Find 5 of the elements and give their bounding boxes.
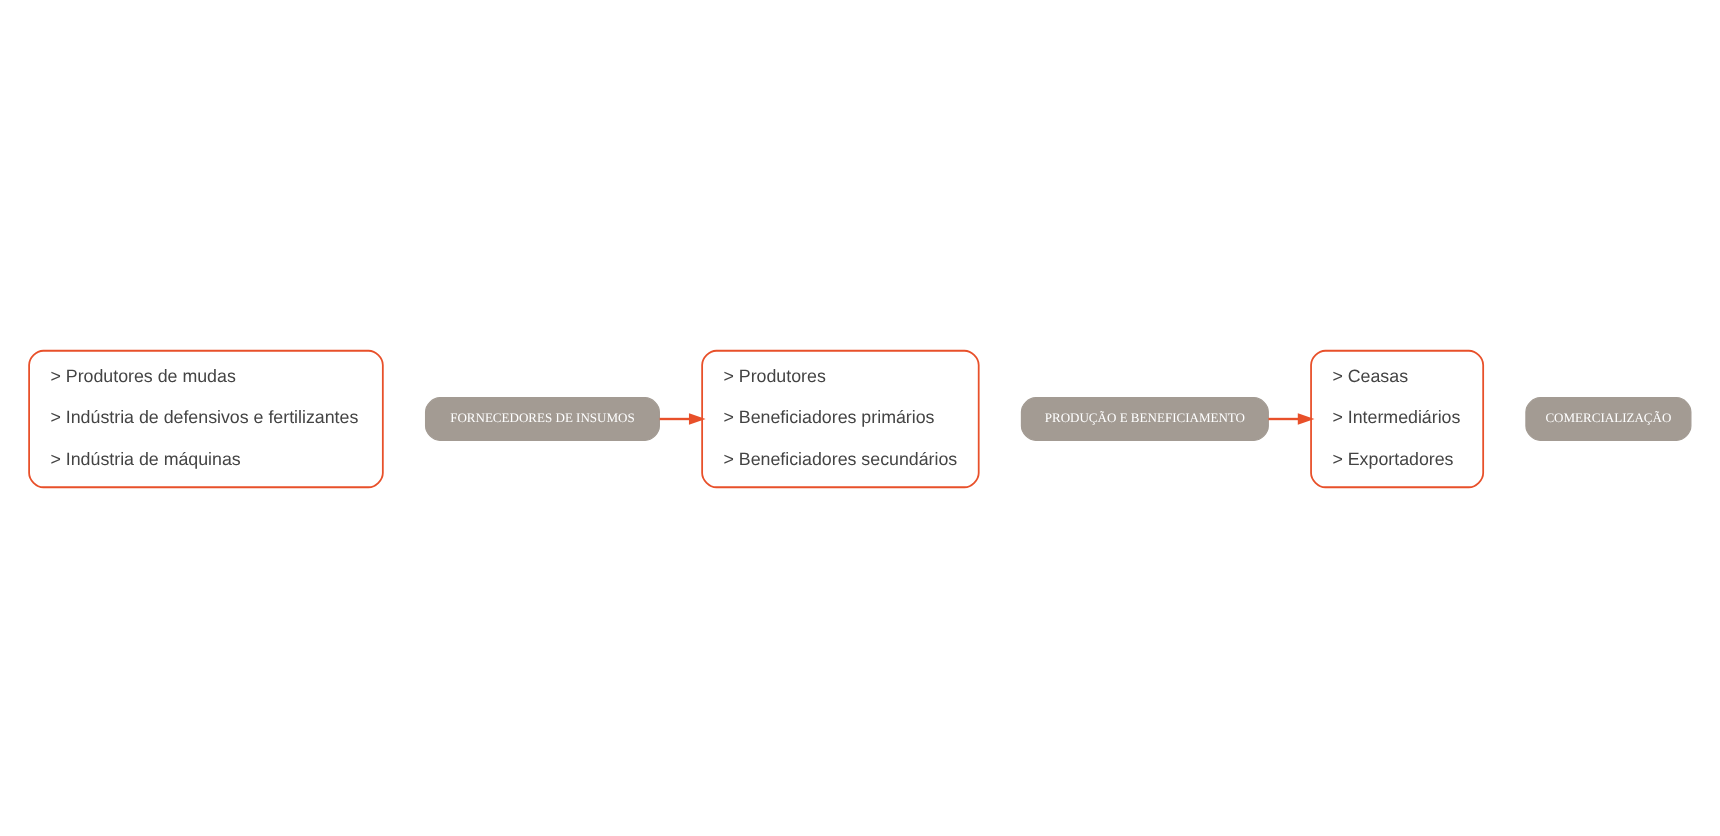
node-box: > Produtores de mudas > Indústria de defensivos e fertilizantes > Indústria de máquinas: [28, 348, 384, 488]
arrow: [1268, 412, 1315, 424]
arrow: [659, 412, 706, 424]
node-box: > Ceasas > Intermediários > Exportadores: [1310, 348, 1485, 488]
node-box: > Produtores > Beneficiadores primários > Beneficiadores secundários: [701, 348, 980, 488]
